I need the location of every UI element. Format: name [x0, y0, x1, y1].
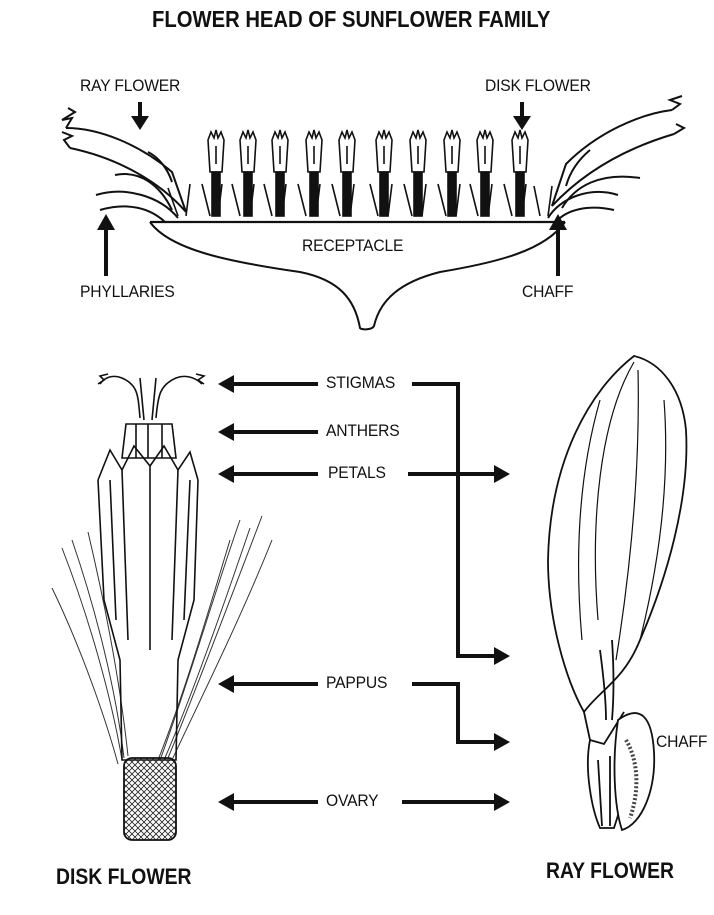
disk-ovary [124, 758, 176, 840]
pappus-connector [412, 684, 496, 742]
phyllary-left [96, 192, 178, 218]
label-petals: PETALS [328, 463, 386, 483]
disk-stigma [100, 376, 140, 418]
disk-florets-row [208, 130, 528, 216]
label-ray-flower-head: RAY FLOWER [80, 76, 180, 96]
caption-ray-flower: RAY FLOWER [546, 858, 674, 884]
label-receptacle: RECEPTACLE [302, 236, 403, 256]
disk-flower-drawing [52, 374, 272, 840]
ray-petal-right [552, 110, 674, 206]
label-chaff-head: CHAFF [522, 282, 573, 302]
disk-floret [512, 130, 528, 216]
disk-floret [477, 130, 493, 216]
label-anthers: ANTHERS [326, 421, 399, 441]
label-chaff-ray: CHAFF [656, 732, 707, 752]
label-stigmas: STIGMAS [326, 373, 395, 393]
disk-floret [306, 130, 322, 216]
label-pappus: PAPPUS [326, 673, 387, 693]
ray-petal-strap [548, 356, 686, 712]
label-disk-flower-head: DISK FLOWER [485, 76, 591, 96]
label-ovary: OVARY [326, 791, 378, 811]
phyllary-right [548, 192, 618, 218]
ray-petal-left [66, 128, 186, 212]
disk-floret [240, 130, 256, 216]
ray-flower-drawing [548, 356, 686, 830]
caption-disk-flower: DISK FLOWER [56, 864, 192, 890]
label-phyllaries: PHYLLARIES [80, 282, 175, 302]
disk-floret [272, 130, 288, 216]
disk-floret [339, 130, 355, 216]
stigmas-connector [412, 384, 496, 656]
diagram-title: FLOWER HEAD OF SUNFLOWER FAMILY [152, 6, 550, 33]
disk-floret [208, 130, 224, 216]
